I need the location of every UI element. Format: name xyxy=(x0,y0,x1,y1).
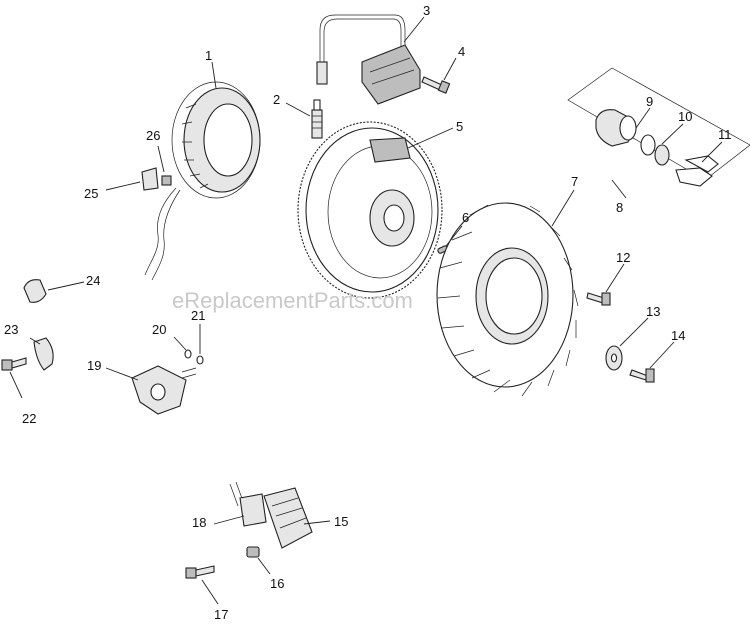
washer-21 xyxy=(196,355,204,365)
callout-16: 16 xyxy=(270,576,284,591)
callout-10: 10 xyxy=(678,109,692,124)
callout-12: 12 xyxy=(616,250,630,265)
callout-9: 9 xyxy=(646,94,653,109)
screw-16 xyxy=(246,546,260,558)
rectifier xyxy=(131,365,197,415)
callout-2: 2 xyxy=(273,92,280,107)
bolt-12 xyxy=(586,292,611,306)
screw-22 xyxy=(1,357,27,371)
callout-7: 7 xyxy=(571,174,578,189)
callout-4: 4 xyxy=(458,44,465,59)
bolt-17 xyxy=(185,565,215,579)
washer-20 xyxy=(184,349,192,359)
callout-5: 5 xyxy=(456,119,463,134)
spark-plug xyxy=(311,99,323,139)
callout-19: 19 xyxy=(87,358,101,373)
callout-20: 20 xyxy=(152,322,166,337)
clamp-24 xyxy=(23,279,47,303)
callout-11: 11 xyxy=(718,127,732,142)
washer-13 xyxy=(605,345,623,371)
key-switch-assembly xyxy=(567,67,750,187)
callout-15: 15 xyxy=(334,514,348,529)
callout-3: 3 xyxy=(423,3,430,18)
callout-18: 18 xyxy=(192,515,206,530)
watermark: eReplacementParts.com xyxy=(172,288,413,313)
clamp-23 xyxy=(33,337,54,371)
callout-26: 26 xyxy=(146,128,160,143)
callout-8: 8 xyxy=(616,200,623,215)
callout-23: 23 xyxy=(4,322,18,337)
callout-22: 22 xyxy=(22,411,36,426)
bolt-14 xyxy=(629,368,655,383)
screw-26 xyxy=(161,175,172,186)
callout-numbers: 1 2 3 4 5 6 7 8 9 10 11 12 13 14 15 16 1… xyxy=(4,3,732,622)
callout-6: 6 xyxy=(462,210,469,225)
connector-18 xyxy=(229,481,267,527)
callout-1: 1 xyxy=(205,48,212,63)
callout-24: 24 xyxy=(86,273,100,288)
callout-21: 21 xyxy=(191,308,205,323)
callout-14: 14 xyxy=(671,328,685,343)
bracket-25 xyxy=(141,167,159,191)
callout-13: 13 xyxy=(646,304,660,319)
cooling-fan xyxy=(436,202,579,397)
leader-lines xyxy=(9,16,723,605)
flywheel xyxy=(297,121,443,299)
ignition-module xyxy=(316,14,421,105)
stator xyxy=(144,81,261,281)
callout-17: 17 xyxy=(214,607,228,622)
callout-25: 25 xyxy=(84,186,98,201)
screw-4 xyxy=(421,76,451,94)
voltage-regulator xyxy=(263,487,313,549)
